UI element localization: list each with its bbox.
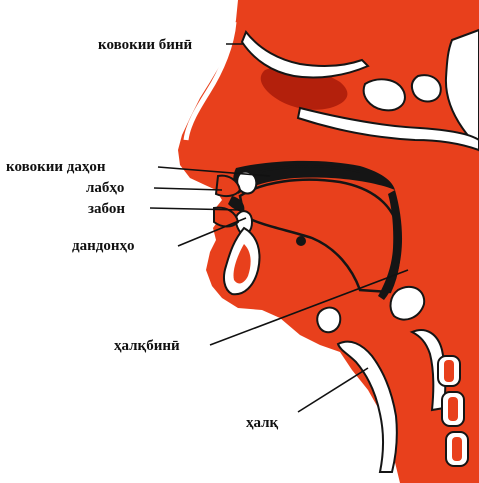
label-teeth: дандонҳо xyxy=(72,238,134,254)
label-pharynx: ҳалқ xyxy=(246,415,279,431)
label-tongue: забон xyxy=(88,201,125,217)
leader-pharynx xyxy=(298,368,368,412)
tongue-dot xyxy=(296,236,306,246)
label-nasal-cavity: ковокии бинӣ xyxy=(98,37,193,53)
sinus-cavity-small xyxy=(412,75,441,101)
larynx-white xyxy=(317,308,340,333)
label-nasopharynx: ҳалқбинӣ xyxy=(114,338,180,354)
leader-lips xyxy=(154,188,222,190)
label-oral-cavity: ковокии даҳон xyxy=(6,159,106,175)
label-lips: лабҳо xyxy=(86,180,124,196)
